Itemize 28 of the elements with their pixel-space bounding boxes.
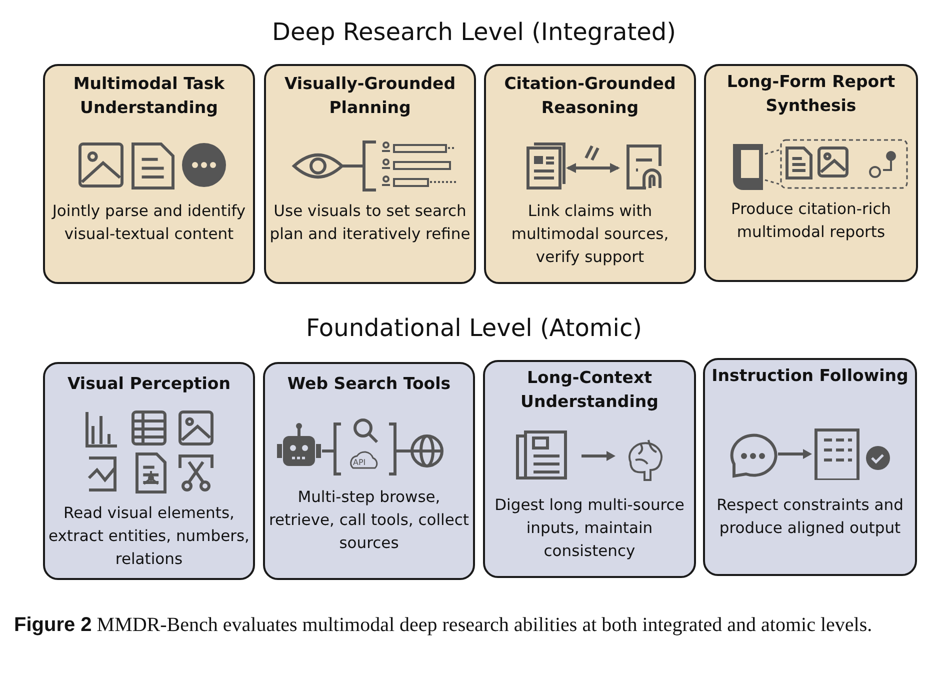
- card-heading: Long-Form Report Synthesis: [726, 71, 896, 117]
- ability-card: [43, 64, 255, 284]
- card-description: Multi-step browse, retrieve, call tools, collect sources: [268, 487, 470, 554]
- ability-card: [264, 64, 476, 284]
- figure-caption: Figure 2 MMDR-Bench evaluates multimodal deep research abilities at both integrated and atomic levels.: [14, 613, 874, 638]
- card-heading: Instruction Following: [710, 365, 910, 387]
- card-heading: Multimodal Task Understanding: [72, 73, 226, 119]
- card-heading: Visually-Grounded Planning: [283, 73, 457, 119]
- ability-card: [703, 358, 917, 576]
- card-description: Respect constraints and produce aligned output: [716, 495, 904, 539]
- ability-card: [483, 360, 696, 578]
- api-label: API: [353, 458, 366, 467]
- ability-card: [484, 64, 696, 284]
- card-description: Digest long multi-source inputs, maintain consistency: [494, 495, 686, 562]
- level-heading: Deep Research Level (Integrated): [271, 18, 677, 46]
- level-heading: Foundational Level (Atomic): [304, 314, 643, 342]
- card-heading: Visual Perception: [66, 373, 232, 395]
- card-heading: Web Search Tools: [286, 373, 452, 395]
- card-description: Link claims with multimodal sources, verify support: [510, 201, 670, 268]
- ability-card: [704, 64, 918, 282]
- ability-card: [43, 362, 255, 580]
- card-description: Read visual elements, extract entities, numbers, relations: [48, 503, 250, 570]
- card-heading: Long-Context Understanding: [520, 367, 660, 413]
- card-description: Produce citation-rich multimodal reports: [730, 199, 892, 243]
- ability-card: [263, 362, 475, 580]
- card-heading: Citation-Grounded Reasoning: [503, 73, 677, 119]
- card-description: Jointly parse and identify visual-textual content: [50, 201, 247, 245]
- card-description: Use visuals to set search plan and iteratively refine: [269, 201, 471, 245]
